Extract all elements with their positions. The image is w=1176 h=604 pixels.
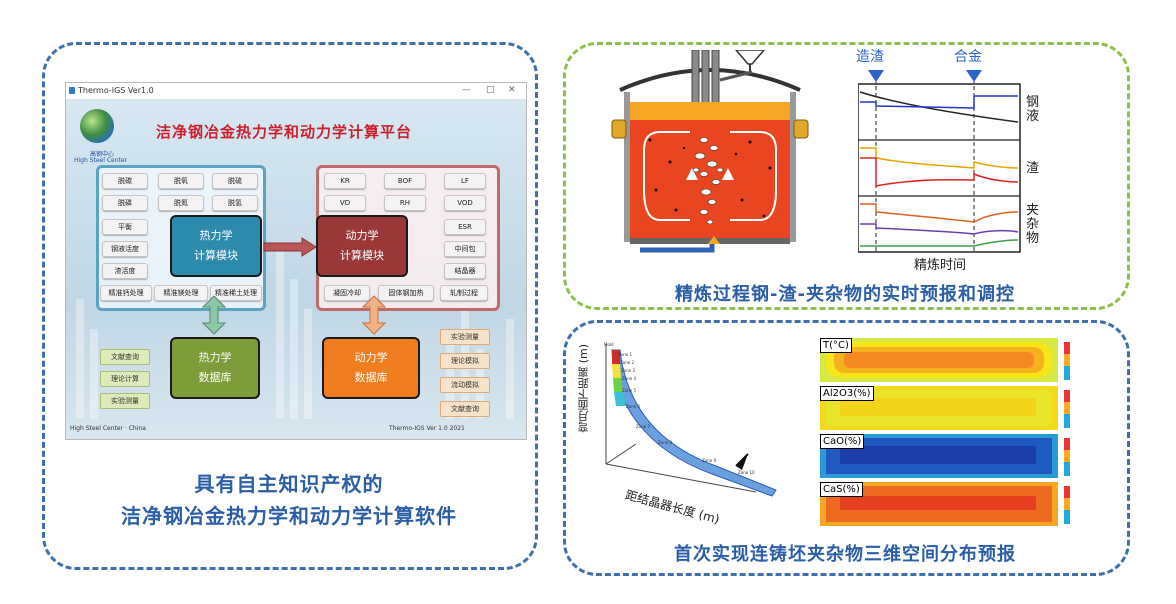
kinetic-db-title2: 数据库 bbox=[354, 371, 388, 384]
zone-label: Zone 9 bbox=[702, 458, 716, 463]
row-label-slag: 渣 bbox=[1026, 161, 1040, 176]
top-right-caption: 精炼过程钢-渣-夹杂物的实时预报和调控 bbox=[675, 284, 1015, 305]
left-caption-line2: 洁净钢冶金热力学和动力学计算软件 bbox=[121, 504, 457, 528]
bottom-right-caption: 首次实现连铸坯夹杂物三维空间分布预报 bbox=[674, 544, 1016, 565]
thermo-db-title1: 热力学 bbox=[198, 351, 232, 364]
casting-panel bbox=[563, 320, 1130, 576]
kinetic-module-title1: 动力学 bbox=[345, 229, 379, 242]
thermo-btn[interactable]: 脱氧 bbox=[158, 173, 204, 189]
zone-label: Zone 3 bbox=[621, 368, 635, 373]
thermo-db-item[interactable]: 实验测量 bbox=[100, 393, 150, 409]
zone-label-mold: Mold bbox=[604, 342, 614, 347]
thermo-db-item[interactable]: 文献查询 bbox=[100, 349, 150, 365]
zone-label: Zone 1 bbox=[618, 352, 632, 357]
cross-section-maps bbox=[820, 338, 1070, 526]
flow-arrow-icon bbox=[263, 237, 317, 257]
window-titlebar: Thermo-IGS Ver1.0 — □ ✕ bbox=[66, 83, 526, 99]
thermo-btn[interactable]: 脱磷 bbox=[102, 195, 148, 211]
map-label-temperature: T(°C) bbox=[820, 338, 852, 353]
refining-timeline-chart bbox=[858, 70, 1021, 253]
kinetic-db-item[interactable]: 文献查询 bbox=[440, 401, 490, 417]
kinetic-btn[interactable]: VOD bbox=[444, 195, 486, 211]
kinetic-db-item[interactable]: 流动模拟 bbox=[440, 377, 490, 393]
window-title: Thermo-IGS Ver1.0 bbox=[78, 86, 154, 95]
software-window: Thermo-IGS Ver1.0 — □ ✕ 高钢中心 High Steel … bbox=[65, 82, 527, 440]
kinetic-db-item[interactable]: 实验测量 bbox=[440, 329, 490, 345]
kinetic-btn[interactable]: 固体钢加热 bbox=[378, 285, 434, 301]
kinetic-btn[interactable]: KR bbox=[324, 173, 366, 189]
thermo-module-title1: 热力学 bbox=[199, 229, 233, 242]
window-footer-right: Thermo-IGS Ver 1.0 2021 bbox=[389, 425, 465, 432]
app-title: 洁净钢冶金热力学和动力学计算平台 bbox=[156, 123, 413, 141]
thermo-btn[interactable]: 脱碳 bbox=[102, 173, 148, 189]
thermo-btn[interactable]: 脱氮 bbox=[158, 195, 204, 211]
thermo-module-title2: 计算模块 bbox=[194, 249, 238, 262]
thermo-btn[interactable]: 脱氢 bbox=[212, 195, 258, 211]
maximize-button[interactable]: □ bbox=[486, 85, 495, 95]
left-caption-line1: 具有自主知识产权的 bbox=[194, 472, 384, 496]
thermo-db-title2: 数据库 bbox=[198, 371, 232, 384]
kinetic-db-title1: 动力学 bbox=[354, 351, 388, 364]
logo-text-cn: 高钢中心 bbox=[90, 151, 115, 158]
kinetic-btn[interactable]: 中间包 bbox=[444, 241, 486, 257]
globe-logo-icon bbox=[80, 109, 114, 143]
zone-label: Zone 7 bbox=[636, 424, 650, 429]
zone-label: Zone 8 bbox=[658, 440, 672, 445]
row-label-steel: 钢液 bbox=[1026, 95, 1040, 124]
kinetic-database[interactable]: 动力学 数据库 bbox=[322, 337, 420, 399]
map-label-cas: CaS(%) bbox=[820, 482, 863, 497]
thermo-btn[interactable]: 脱硫 bbox=[212, 173, 258, 189]
row-label-inclusion: 夹杂物 bbox=[1026, 203, 1040, 246]
marker-alloy-label: 合金 bbox=[954, 49, 982, 65]
kinetic-btn[interactable]: VD bbox=[324, 195, 366, 211]
refining-panel bbox=[563, 42, 1130, 310]
zone-label: Zone 2 bbox=[620, 360, 634, 365]
thermo-btn[interactable]: 精准镁处理 bbox=[154, 285, 208, 301]
zone-label: Zone 10 bbox=[738, 470, 755, 475]
software-panel bbox=[42, 42, 538, 570]
kinetic-calc-module[interactable]: 动力学 计算模块 bbox=[316, 215, 408, 277]
ladle-illustration bbox=[611, 50, 809, 253]
zone-label: Zone 5 bbox=[622, 388, 636, 393]
kinetic-btn[interactable]: ESR bbox=[444, 219, 486, 235]
app-icon bbox=[69, 87, 75, 94]
kinetic-db-item[interactable]: 理论模拟 bbox=[440, 353, 490, 369]
thermo-database[interactable]: 热力学 数据库 bbox=[170, 337, 260, 399]
kinetic-btn[interactable]: RH bbox=[384, 195, 426, 211]
thermo-btn[interactable]: 平衡 bbox=[102, 219, 148, 235]
kinetic-btn[interactable]: 凝固冷却 bbox=[324, 285, 370, 301]
zone-label: Zone 6 bbox=[626, 404, 640, 409]
zone-label: Zone 4 bbox=[622, 376, 636, 381]
y-axis-label: 弯月面下距离 (m) bbox=[577, 344, 590, 433]
thermo-db-item[interactable]: 理论计算 bbox=[100, 371, 150, 387]
window-footer-left: High Steel Center · China bbox=[70, 425, 146, 432]
kinetic-btn[interactable]: LF bbox=[444, 173, 486, 189]
thermo-btn[interactable]: 精准钙处理 bbox=[100, 285, 152, 301]
kinetic-module-title2: 计算模块 bbox=[340, 249, 384, 262]
x-axis-label: 精炼时间 bbox=[914, 258, 967, 273]
window-body: 高钢中心 High Steel Center 洁净钢冶金热力学和动力学计算平台 … bbox=[66, 99, 526, 439]
strand-3d-plot bbox=[605, 344, 777, 497]
marker-slag-label: 造渣 bbox=[856, 49, 884, 65]
logo-text-en: High Steel Center bbox=[74, 157, 128, 164]
kinetic-btn[interactable]: 轧制过程 bbox=[440, 285, 488, 301]
kinetic-btn[interactable]: BOF bbox=[384, 173, 426, 189]
thermo-btn[interactable]: 钢液活度 bbox=[102, 241, 148, 257]
map-label-cao: CaO(%) bbox=[820, 434, 865, 449]
thermo-updown-arrow-icon bbox=[202, 295, 226, 335]
map-label-al2o3: Al2O3(%) bbox=[820, 386, 874, 401]
kinetic-btn[interactable]: 结晶器 bbox=[444, 263, 486, 279]
thermo-calc-module[interactable]: 热力学 计算模块 bbox=[170, 215, 262, 277]
kinetic-updown-arrow-icon bbox=[362, 295, 386, 335]
thermo-btn[interactable]: 精准稀土处理 bbox=[210, 285, 262, 301]
close-button[interactable]: ✕ bbox=[508, 85, 516, 95]
minimize-button[interactable]: — bbox=[462, 85, 471, 95]
thermo-btn[interactable]: 渣活度 bbox=[102, 263, 148, 279]
